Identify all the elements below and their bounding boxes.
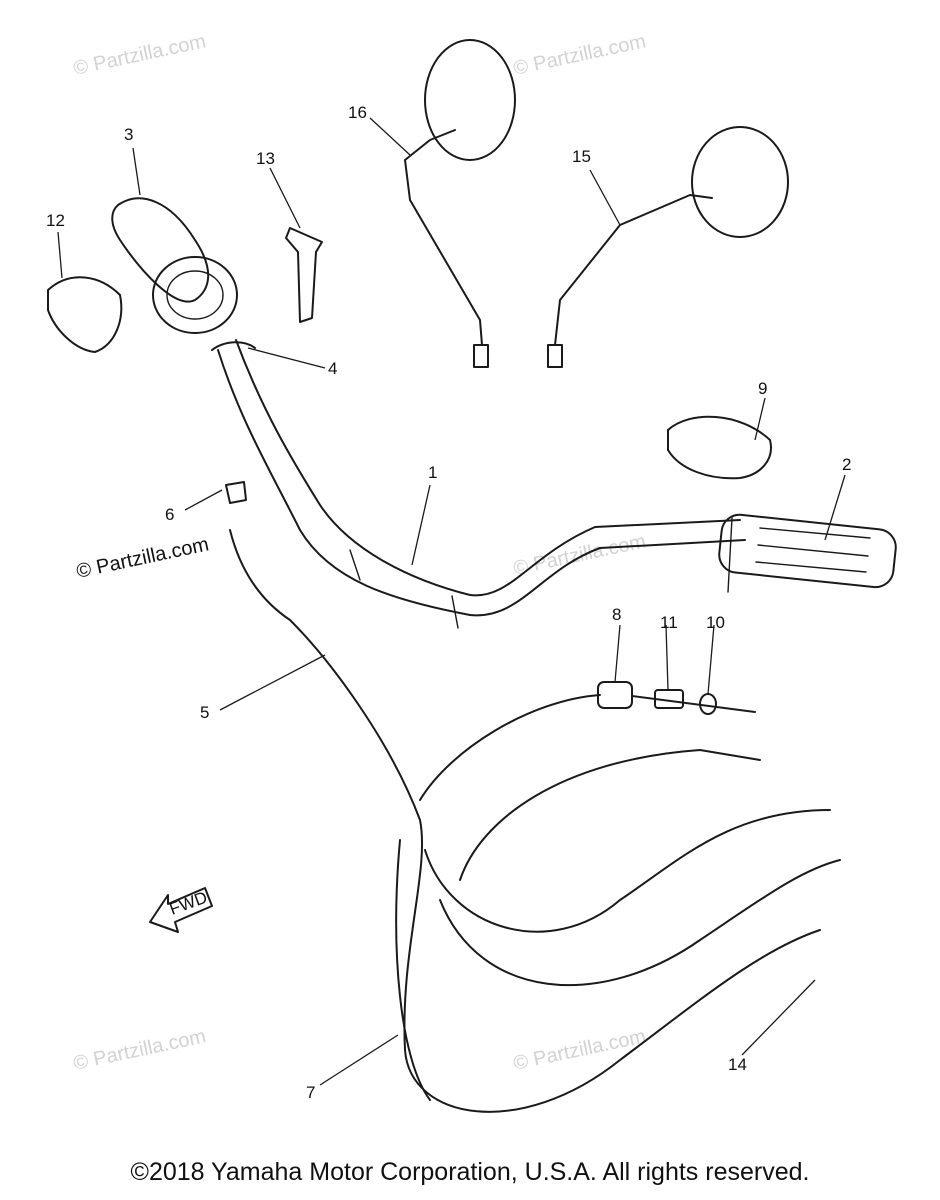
callout-4: 4 (328, 359, 337, 378)
callout-16: 16 (348, 103, 367, 122)
left-switch (47, 276, 123, 353)
left-grip (111, 197, 238, 334)
cable-clip (225, 481, 247, 504)
watermarks: © Partzilla.com © Partzilla.com © Partzi… (71, 30, 647, 1075)
callout-11: 11 (660, 613, 678, 632)
callout-10: 10 (706, 613, 725, 632)
callout-5: 5 (200, 703, 209, 722)
callout-2: 2 (842, 455, 851, 474)
watermark-text: © Partzilla.com (71, 30, 207, 80)
callout-1: 1 (428, 463, 437, 482)
fwd-arrow: FWD (149, 887, 213, 933)
callout-3: 3 (124, 125, 133, 144)
cable-adjuster (597, 681, 756, 715)
cables (229, 529, 841, 1113)
watermark-text: © Partzilla.com (511, 1025, 647, 1075)
callout-12: 12 (46, 211, 65, 230)
callout-9: 9 (758, 379, 767, 398)
fwd-label: FWD (167, 888, 210, 919)
watermark-text: © Partzilla.com (71, 1025, 207, 1075)
callout-15: 15 (572, 147, 591, 166)
leader-lines (57, 117, 846, 1086)
wire-band (285, 227, 323, 323)
left-mirror (404, 39, 516, 368)
callout-8: 8 (612, 605, 621, 624)
watermark-text: © Partzilla.com (511, 30, 647, 80)
bar-clamp (211, 341, 256, 351)
callout-7: 7 (306, 1083, 315, 1102)
watermark-text: © Partzilla.com (74, 533, 210, 583)
callout-14: 14 (728, 1055, 747, 1074)
handlebar (217, 339, 746, 629)
right-grip (718, 513, 897, 593)
callout-6: 6 (165, 505, 174, 524)
callout-13: 13 (256, 149, 275, 168)
watermark-text: © Partzilla.com (511, 530, 647, 580)
right-switch (667, 415, 772, 480)
callout-labels: 1 2 3 4 5 6 7 8 9 10 11 12 13 14 15 16 (46, 103, 851, 1102)
copyright-notice: ©2018 Yamaha Motor Corporation, U.S.A. A… (130, 1158, 810, 1186)
